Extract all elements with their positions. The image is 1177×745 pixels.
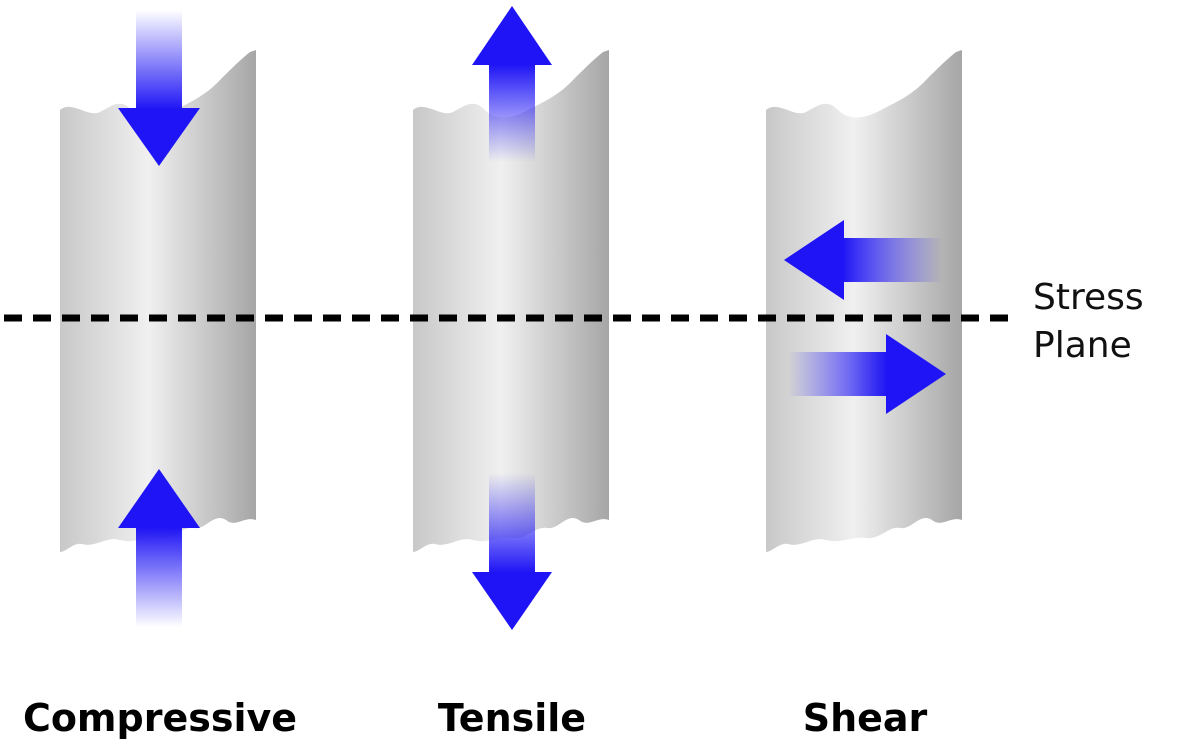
caption-tensile: Tensile <box>437 696 587 740</box>
tensile-arrow-bottom <box>472 473 552 630</box>
compressive-arrow-top <box>118 10 200 166</box>
caption-compressive: Compressive <box>22 696 298 740</box>
stress-plane-label-line2: Plane <box>1033 325 1132 366</box>
compressive-arrow-bottom <box>118 469 200 627</box>
compressive-cylinder <box>60 50 256 552</box>
caption-shear: Shear <box>802 696 928 740</box>
shear-arrow-right <box>788 334 946 414</box>
shear-cylinder <box>766 50 962 552</box>
stress-plane-label-line1: Stress <box>1033 277 1144 318</box>
stress-plane-label: Stress Plane <box>1033 274 1144 370</box>
tensile-cylinder <box>413 50 609 552</box>
tensile-arrow-top <box>472 6 552 162</box>
shear-arrow-left <box>784 220 942 300</box>
